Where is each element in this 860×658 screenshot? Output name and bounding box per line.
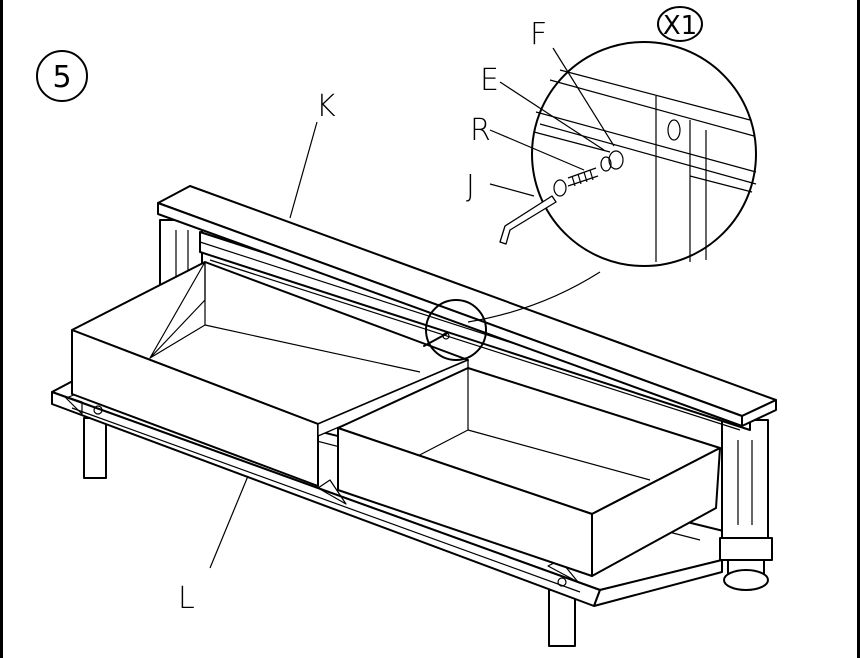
leader-e [499, 81, 605, 151]
label-k: K [316, 89, 336, 124]
label-r: R [470, 113, 491, 148]
leader-lines [209, 47, 615, 569]
label-e: E [480, 63, 499, 98]
label-l: L [178, 581, 195, 616]
magnified-view [531, 41, 757, 267]
washer-f [608, 150, 624, 170]
label-j: J [466, 169, 475, 204]
top-board [157, 185, 777, 427]
leader-r [489, 129, 585, 171]
leg-front-left [83, 417, 107, 479]
detail-callout-circle-small [423, 299, 487, 361]
detail-magnified-circle [467, 41, 757, 323]
step-number: 5 [52, 60, 71, 95]
quantity-badge: X1 [657, 6, 703, 42]
left-drawer [71, 261, 469, 487]
allen-key-j [499, 195, 557, 245]
leader-l [209, 475, 249, 569]
bolt-r [553, 167, 599, 197]
leader-j [489, 183, 535, 197]
washer-e [600, 156, 612, 172]
quantity-text: X1 [663, 11, 697, 41]
right-drawer [337, 367, 721, 577]
step-number-badge: 5 [36, 50, 88, 102]
right-post [719, 419, 773, 591]
leader-f [552, 47, 615, 147]
leader-k [289, 121, 318, 219]
label-f: F [530, 17, 547, 52]
